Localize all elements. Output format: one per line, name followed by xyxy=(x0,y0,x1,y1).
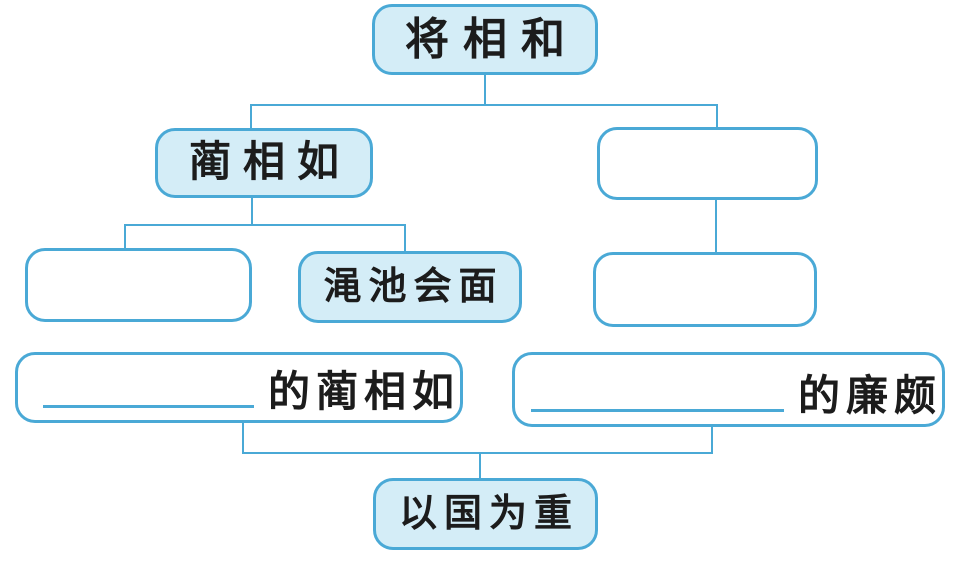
node-label: 将相和 xyxy=(405,14,579,64)
empty-answer-box-right-branch[interactable] xyxy=(597,127,818,200)
connector-linxiangru-down xyxy=(251,197,253,226)
connector-bottom-horizontal xyxy=(242,452,713,454)
blank-underline-lianpo[interactable] xyxy=(531,409,784,412)
node-conclusion-yiguoweizhong: 以国为重 xyxy=(373,478,598,550)
node-label: 以国为重 xyxy=(398,493,579,535)
connector-root-down xyxy=(484,74,486,105)
node-label: 渑池会面 xyxy=(323,266,504,308)
connector-to-left-event xyxy=(124,224,126,250)
empty-answer-box-left-event[interactable] xyxy=(25,248,252,322)
connector-to-linxiangru xyxy=(250,104,252,130)
blank-underline-linxiangru[interactable] xyxy=(43,405,254,408)
connector-right-branch-down xyxy=(715,199,717,254)
node-linxiangru: 蔺相如 xyxy=(155,128,373,198)
node-label: 蔺相如 xyxy=(188,140,351,186)
connector-to-right-branch xyxy=(716,104,718,129)
connector-to-mianchi xyxy=(404,224,406,253)
fill-in-suffix: 的廉颇 xyxy=(797,374,942,420)
node-mianchi-meeting: 渑池会面 xyxy=(298,251,522,323)
connector-level2-horizontal xyxy=(124,224,406,226)
connector-fill-right-down xyxy=(711,426,713,454)
connector-to-conclusion xyxy=(479,452,481,479)
connector-level1-horizontal xyxy=(250,104,718,106)
fill-in-suffix: 的蔺相如 xyxy=(267,370,460,416)
empty-answer-box-right-event[interactable] xyxy=(593,252,817,327)
node-topic-jiangxianghe: 将相和 xyxy=(372,4,598,75)
fill-in-box-linxiangru: 的蔺相如 xyxy=(15,352,463,423)
connector-fill-left-down xyxy=(242,422,244,454)
fill-in-box-lianpo: 的廉颇 xyxy=(512,352,945,427)
